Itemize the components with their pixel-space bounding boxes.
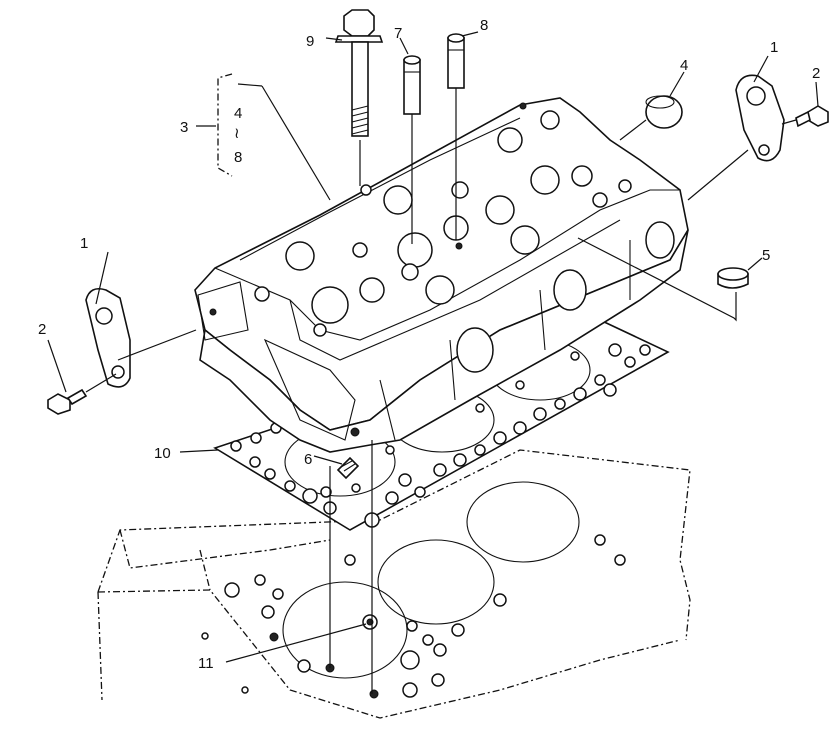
- callout-10: 10: [154, 445, 171, 462]
- callout-1-left: 1: [80, 235, 88, 252]
- valve-guide-7: [403, 55, 421, 115]
- cup-plug-large: [645, 95, 683, 129]
- callout-11: 11: [198, 655, 214, 672]
- left-lifting-plate: [85, 287, 131, 388]
- cylinder-head: [194, 97, 689, 453]
- block-cylinder-bore: [282, 581, 408, 679]
- callout-2-right: 2: [812, 65, 820, 82]
- right-bolt: [795, 105, 829, 128]
- manifold-flange: [263, 338, 356, 441]
- callout-3-range-start: 4: [234, 105, 242, 122]
- callout-5: 5: [762, 247, 770, 264]
- callout-9: 9: [306, 33, 314, 50]
- callout-3-range-separator: ≀: [234, 125, 240, 142]
- callout-6: 6: [304, 451, 312, 468]
- callout-7: 7: [394, 25, 402, 42]
- callout-8: 8: [480, 17, 488, 34]
- callout-labels: 1 2 1 2 3 4 ≀ 8 4 5 6 7 8 9 10 11: [38, 17, 820, 672]
- leader-lines: [47, 31, 819, 694]
- head-bolt: [334, 9, 384, 137]
- dowel-pin: [336, 456, 360, 480]
- cup-plug-small: [717, 267, 749, 289]
- callout-4: 4: [680, 57, 688, 74]
- valve-guide-8: [447, 33, 465, 89]
- engine-block: [97, 449, 691, 719]
- block-cylinder-bore: [377, 539, 495, 625]
- right-lifting-plate: [735, 74, 785, 162]
- callout-group-bracket: [196, 73, 233, 177]
- callout-3-range-end: 8: [234, 149, 242, 166]
- callout-3: 3: [180, 119, 188, 136]
- left-bolt: [47, 388, 88, 415]
- block-cylinder-bore: [466, 481, 580, 563]
- callout-2-left: 2: [38, 321, 46, 338]
- callout-1-right: 1: [770, 39, 778, 56]
- head-gasket: [213, 319, 670, 531]
